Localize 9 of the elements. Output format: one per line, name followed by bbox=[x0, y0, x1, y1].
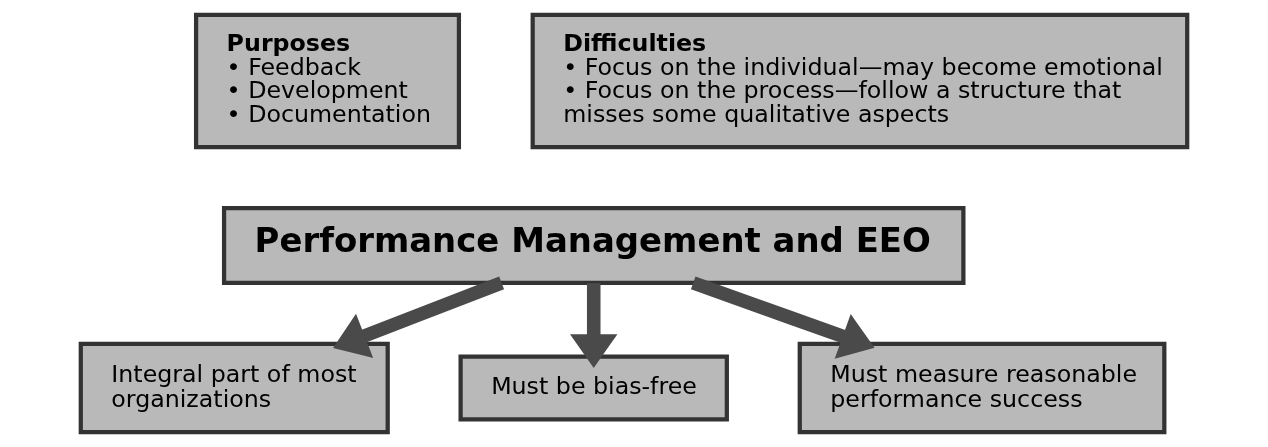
node-box: Difficulties • Focus on the individual—may become emotional • Focus on the process—follow a structure that misses some qualitative aspects bbox=[530, 12, 1190, 150]
node-box: Must measure reasonable performance success bbox=[797, 341, 1167, 435]
node-box: Purposes • Feedback • Development • Documentation bbox=[193, 12, 462, 150]
node-box: Integral part of most organizations bbox=[78, 341, 390, 435]
arrow bbox=[690, 276, 875, 359]
arrow bbox=[333, 276, 505, 358]
node-box: Must be bias-free bbox=[458, 354, 729, 422]
node-box: Performance Management and EEO bbox=[221, 206, 966, 285]
arrow bbox=[570, 283, 618, 369]
